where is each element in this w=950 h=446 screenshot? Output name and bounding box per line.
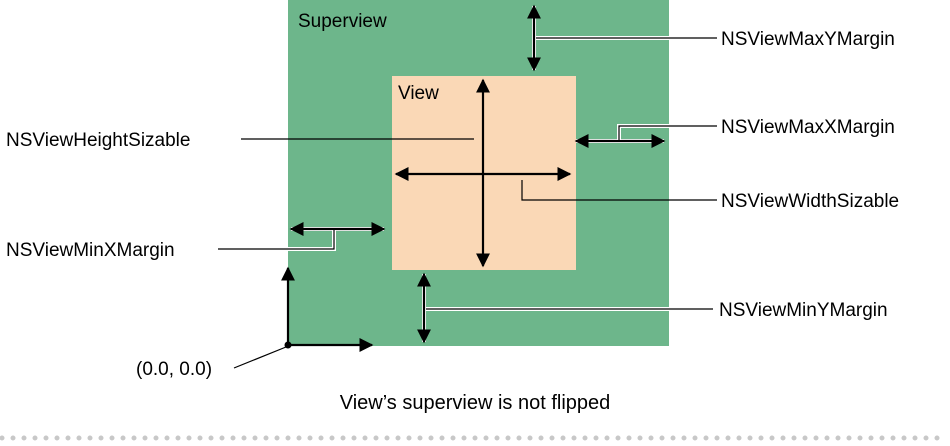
origin-leader [233, 346, 287, 369]
max-x-margin-leader [617, 124, 717, 140]
origin-axes [281, 266, 374, 352]
max-x-margin-label: NSViewMaxXMargin [721, 117, 895, 138]
origin-label: (0.0, 0.0) [136, 359, 212, 380]
width-sizable-label: NSViewWidthSizable [721, 191, 899, 212]
height-sizable-label: NSViewHeightSizable [6, 130, 190, 151]
view-label: View [398, 83, 439, 104]
caption: View’s superview is not flipped [340, 392, 611, 414]
origin-point [284, 341, 292, 349]
superview-label: Superview [298, 11, 387, 32]
min-y-margin-label: NSViewMinYMargin [719, 300, 888, 321]
width-sizable-leader [521, 180, 717, 201]
min-x-margin-leader [218, 230, 336, 251]
min-x-margin-label: NSViewMinXMargin [6, 240, 175, 261]
max-y-margin-label: NSViewMaxYMargin [721, 29, 895, 50]
